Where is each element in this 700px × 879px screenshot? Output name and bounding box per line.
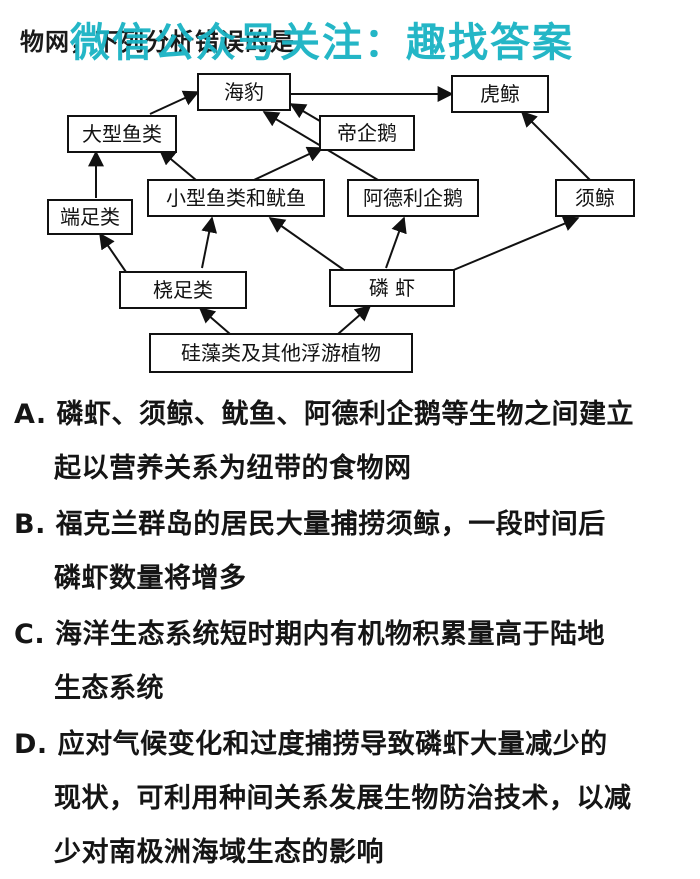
watermark-text: 微信公众号关注：趣找答案 — [70, 20, 574, 66]
node-duanzu: 端足类 — [47, 199, 133, 235]
option-a-line1: A. 磷虾、须鲸、鱿鱼、阿德利企鹅等生物之间建立 — [14, 399, 635, 430]
option-d-line2: 现状，可利用种间关系发展生物防治技术，以减 — [54, 783, 632, 814]
food-web-diagram: 海豹 虎鲸 大型鱼类 帝企鹅 小型鱼类和鱿鱼 阿德利企鹅 须鲸 端足类 桡足类 … — [47, 73, 635, 373]
edge-naozu-xiaoyu — [201, 216, 218, 269]
question-stem: 物网，下列分析错误的是 — [20, 28, 295, 56]
node-diqie: 帝企鹅 — [319, 115, 415, 151]
edge-xujing-hujing — [520, 110, 591, 181]
node-duanzu-label: 端足类 — [60, 205, 120, 229]
node-adeli: 阿德利企鹅 — [347, 179, 479, 217]
node-linxia: 磷 虾 — [329, 269, 455, 307]
edge-dayu-haibao — [149, 90, 200, 115]
node-diqie-label: 帝企鹅 — [337, 121, 397, 145]
node-naozu: 桡足类 — [119, 271, 247, 309]
option-d-line1: D. 应对气候变化和过度捕捞导致磷虾大量减少的 — [14, 729, 608, 760]
edge-linxia-adeli — [385, 216, 407, 269]
option-b-line1: B. 福克兰群岛的居民大量捕捞须鲸，一段时间后 — [14, 509, 606, 540]
edge-naozu-duanzu — [99, 232, 127, 273]
edge-xiaoyu-diqie — [253, 146, 324, 181]
option-a-line2: 起以营养关系为纽带的食物网 — [54, 453, 412, 484]
option-c-line2: 生态系统 — [54, 673, 164, 704]
node-naozu-label: 桡足类 — [153, 278, 213, 302]
node-linxia-label: 磷 虾 — [369, 276, 415, 300]
node-guizao-label: 硅藻类及其他浮游植物 — [181, 341, 381, 365]
edge-guizao-naozu — [198, 306, 231, 335]
option-c-line1: C. 海洋生态系统短时期内有机物积累量高于陆地 — [14, 619, 605, 650]
node-xujing: 须鲸 — [555, 179, 635, 217]
node-guizao: 硅藻类及其他浮游植物 — [149, 333, 413, 373]
node-haibao-label: 海豹 — [224, 80, 264, 104]
node-hujing: 虎鲸 — [451, 75, 549, 113]
edge-linxia-xujing — [443, 216, 580, 275]
edge-guizao-linxia — [337, 304, 372, 335]
node-haibao: 海豹 — [197, 73, 291, 111]
question-header: 物网，下列分析错误的是 微信公众号关注：趣找答案 — [12, 8, 692, 68]
node-dayu: 大型鱼类 — [67, 115, 177, 153]
node-xiaoyu: 小型鱼类和鱿鱼 — [147, 179, 325, 217]
edge-xiaoyu-dayu — [158, 148, 197, 181]
node-hujing-label: 虎鲸 — [480, 82, 520, 106]
node-adeli-label: 阿德利企鹅 — [363, 186, 463, 210]
option-d-line3: 少对南极洲海域生态的影响 — [54, 837, 384, 868]
edge-linxia-xiaoyu — [268, 217, 345, 271]
node-xiaoyu-label: 小型鱼类和鱿鱼 — [166, 186, 306, 210]
node-xujing-label: 须鲸 — [575, 186, 615, 210]
node-dayu-label: 大型鱼类 — [82, 122, 162, 146]
option-b-line2: 磷虾数量将增多 — [54, 563, 247, 594]
